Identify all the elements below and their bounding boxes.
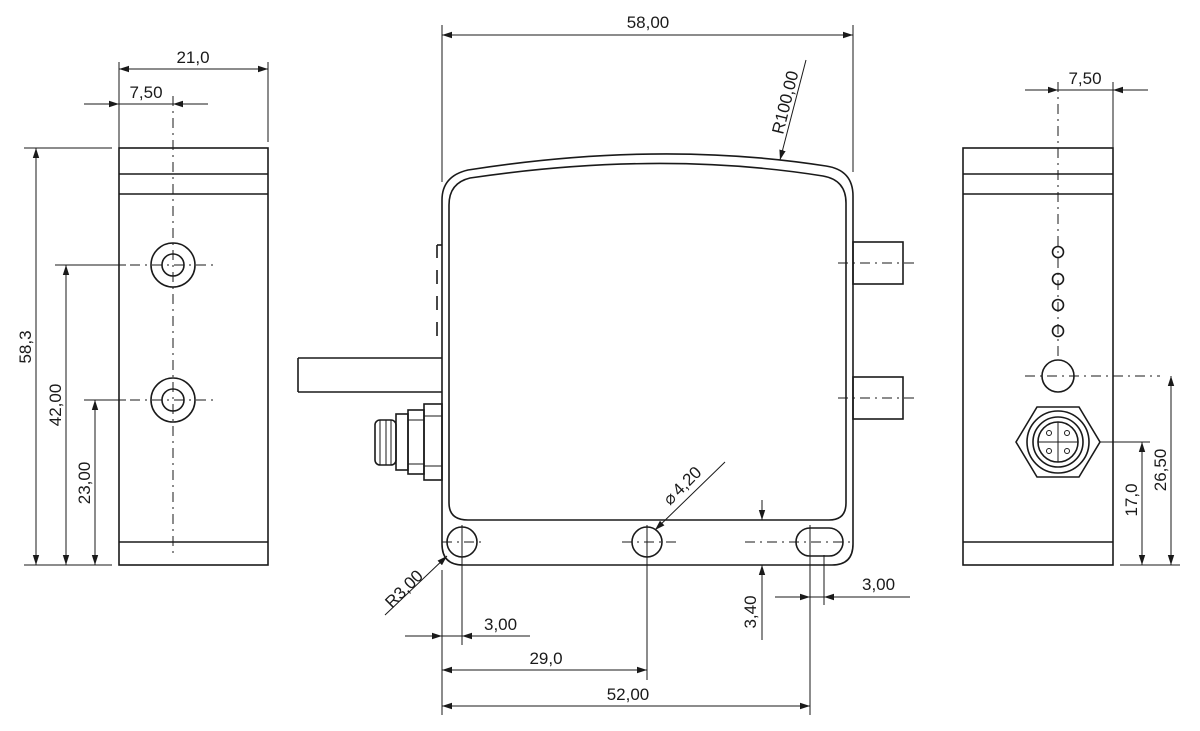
right-pin-end <box>1025 359 1160 393</box>
front-hole-left <box>442 525 482 645</box>
right-side-view: 7,50 26,50 17,0 <box>962 69 1180 566</box>
dim-hole-diameter-group: ⌀ 4,20 <box>659 463 705 509</box>
right-view-outline <box>962 147 1114 566</box>
dim-right-offset: 7,50 <box>1068 69 1101 88</box>
dim-bottom-offset-mid: 29,0 <box>529 649 562 668</box>
dim-left-height: 58,3 <box>16 330 35 363</box>
left-view-outline <box>118 147 269 566</box>
dim-slot-height: 3,40 <box>741 595 760 628</box>
dim-left-hole-lower: 23,00 <box>75 462 94 505</box>
dim-right-connector-height: 17,0 <box>1122 483 1141 516</box>
front-hole-center <box>622 525 680 680</box>
dim-bottom-offset-small: 3,00 <box>484 615 517 634</box>
dim-top-width: 58,00 <box>627 13 670 32</box>
dim-slot-width: 3,00 <box>862 575 895 594</box>
front-cable <box>297 357 442 393</box>
led-2 <box>1051 272 1065 286</box>
left-mounting-hole-upper <box>130 242 216 288</box>
front-right-pin-upper <box>838 241 915 285</box>
front-left-ribs <box>436 244 442 336</box>
led-1 <box>1051 245 1065 259</box>
dim-left-width: 21,0 <box>176 48 209 67</box>
dim-bottom-offset-total: 52,00 <box>607 685 650 704</box>
dim-left-offset: 7,50 <box>129 83 162 102</box>
front-connector <box>374 403 443 481</box>
front-lid-outline <box>448 162 847 521</box>
left-mounting-hole-lower <box>130 377 216 423</box>
right-connector <box>1015 406 1150 478</box>
left-side-view: 21,0 7,50 58,3 42,00 23,00 <box>16 48 269 566</box>
dim-hole-diameter: 4,20 <box>669 463 706 500</box>
front-view: 58,00 R100,00 ⌀ 4,20 R3,00 3,00 29,0 52,… <box>297 13 915 715</box>
front-body-outline <box>441 153 854 566</box>
dim-corner-radius: R3,00 <box>381 566 427 612</box>
front-right-pin-lower <box>838 376 915 420</box>
front-slot <box>745 525 850 715</box>
dim-left-hole-upper: 42,00 <box>46 384 65 427</box>
dim-top-radius: R100,00 <box>768 69 802 136</box>
led-3 <box>1051 298 1065 312</box>
led-4 <box>1051 324 1065 338</box>
right-led-indicators <box>1051 245 1065 338</box>
dim-right-height-total: 26,50 <box>1151 449 1170 492</box>
